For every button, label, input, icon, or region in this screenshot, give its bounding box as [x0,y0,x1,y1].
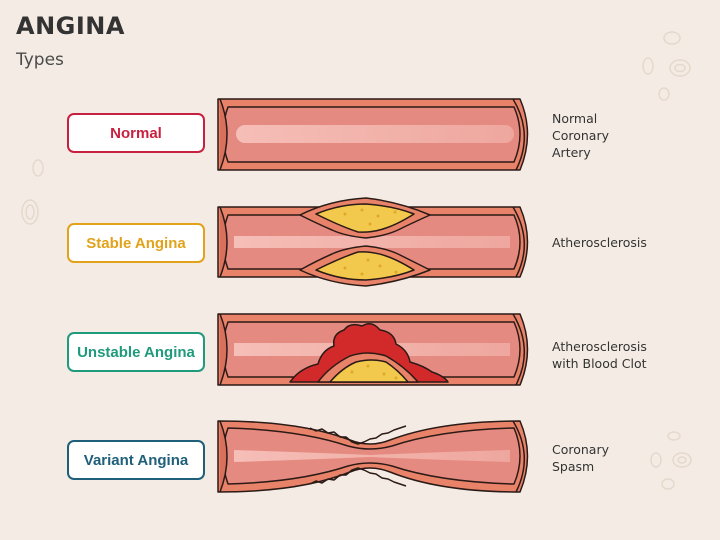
normal-artery-illustration [217,98,529,171]
description-stable-angina: Atherosclerosis [552,235,647,250]
page-title: ANGINA [16,12,125,40]
description-unstable-angina: Atherosclerosis with Blood Clot [552,339,647,371]
background-cells-icon [21,31,692,490]
label-normal: Normal [67,113,205,153]
unstable-angina-artery-illustration [217,313,529,386]
stable-angina-artery-illustration [217,197,529,287]
page-subtitle: Types [16,50,64,70]
description-normal: Normal Coronary Artery [552,111,610,160]
description-variant-angina: Coronary Spasm [552,442,610,474]
label-variant-angina: Variant Angina [67,440,205,480]
label-unstable-angina: Unstable Angina [67,332,205,372]
label-stable-angina: Stable Angina [67,223,205,263]
variant-angina-artery-illustration [217,420,529,493]
